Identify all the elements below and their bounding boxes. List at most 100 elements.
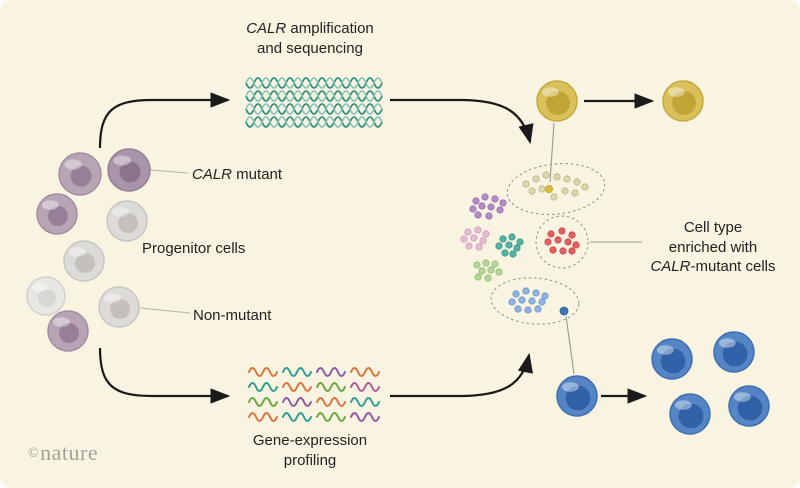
dna-strand xyxy=(245,77,383,89)
dotted-ellipse-olive xyxy=(506,163,606,215)
teal-cluster-dot xyxy=(509,250,517,258)
teal-cluster-dot xyxy=(508,233,516,241)
blue-cluster-dot xyxy=(532,289,540,297)
olive-cluster-dot xyxy=(532,175,540,183)
red-cluster-dot xyxy=(547,230,555,238)
expression-wave xyxy=(350,412,380,422)
expression-wave xyxy=(350,367,380,377)
blue-cluster-dot xyxy=(508,298,516,306)
label-calr-mutant: CALR mutant xyxy=(192,166,283,183)
cell-nucleus xyxy=(546,91,570,115)
expression-wave xyxy=(282,382,312,392)
blue-cluster-dot xyxy=(512,290,520,298)
cell-highlight xyxy=(675,400,692,410)
red-cluster-dot xyxy=(572,241,580,249)
cell-nucleus xyxy=(672,91,696,115)
olive-cluster-dot xyxy=(528,187,536,195)
expression-wave xyxy=(350,382,380,392)
expression-waves xyxy=(248,367,380,422)
pink-cluster-dot xyxy=(475,243,483,251)
expression-wave xyxy=(282,412,312,422)
blue-cluster-dot xyxy=(528,297,536,305)
cell-nucleus xyxy=(110,299,130,319)
flow-arrows xyxy=(98,92,655,404)
label-non-mutant: Non-mutant xyxy=(193,307,272,324)
pink-cluster-dot xyxy=(460,235,468,243)
expression-wave xyxy=(316,412,346,422)
dotted-ellipse-blue xyxy=(490,277,580,325)
green-cluster-dot xyxy=(487,266,495,274)
dna-strand xyxy=(245,90,383,102)
arrow-dna-to-clusters xyxy=(390,98,534,145)
cell-highlight xyxy=(42,200,59,210)
pink-cluster-dot xyxy=(470,234,478,242)
olive-cluster-dot xyxy=(553,173,561,181)
purple-cluster-dot xyxy=(496,206,504,214)
blue-cluster-dot xyxy=(522,287,530,295)
green-cluster-dot xyxy=(482,259,490,267)
cell-nucleus xyxy=(565,385,591,411)
olive-cluster-dot xyxy=(550,193,558,201)
cell-type-clusters xyxy=(460,171,589,316)
cell-highlight xyxy=(69,247,86,257)
arrow-waves-to-clusters xyxy=(390,352,533,398)
connectors xyxy=(139,122,642,375)
cell-nucleus xyxy=(37,288,57,308)
red-cluster-dot xyxy=(544,238,552,246)
label-calr-amplification: CALR amplification and sequencing xyxy=(246,20,374,57)
purple-cluster-dot xyxy=(491,195,499,203)
dotted-circle-red xyxy=(535,215,589,269)
pink-cluster-dot xyxy=(474,226,482,234)
expression-wave xyxy=(248,397,278,407)
cell-nucleus xyxy=(118,213,138,233)
cell-highlight xyxy=(542,87,559,97)
pink-cluster-dot xyxy=(464,228,472,236)
cell-nucleus xyxy=(119,161,141,183)
olive-cluster-dot xyxy=(522,180,530,188)
purple-cluster-dot xyxy=(487,203,495,211)
dna-strand xyxy=(245,116,383,128)
label-pointer-mutant xyxy=(149,169,189,174)
expression-wave xyxy=(316,397,346,407)
expression-wave xyxy=(350,397,380,407)
olive-cluster-dot xyxy=(573,178,581,186)
expression-wave xyxy=(248,367,278,377)
cell-highlight xyxy=(112,207,129,217)
cell-nucleus xyxy=(660,348,686,374)
pink-cluster-dot xyxy=(465,242,473,250)
cell-highlight xyxy=(64,159,82,170)
dna-strand xyxy=(245,77,383,89)
blue-cluster-dot xyxy=(524,306,532,314)
olive-cluster-dot xyxy=(571,189,579,197)
green-cluster-dot xyxy=(495,268,503,276)
teal-cluster-dot xyxy=(499,235,507,243)
cell-highlight xyxy=(104,293,121,303)
purple-cluster-dot xyxy=(474,211,482,219)
expression-wave xyxy=(248,382,278,392)
arrow-cells-to-waves xyxy=(98,347,231,404)
teal-cluster-dot xyxy=(495,242,503,250)
green-cluster-dot xyxy=(473,261,481,269)
blue-cluster-dot xyxy=(541,292,549,300)
dna-strand xyxy=(245,116,383,128)
label-progenitor-cells: Progenitor cells xyxy=(142,240,246,257)
purple-cluster-dot xyxy=(472,197,480,205)
expression-wave xyxy=(282,367,312,377)
blue-cluster-dot xyxy=(514,305,522,313)
olive-cluster-dot xyxy=(538,185,546,193)
cell-nucleus xyxy=(70,165,92,187)
arrow-cells-to-dna xyxy=(98,92,231,149)
red-cluster-dot xyxy=(559,247,567,255)
cell-nucleus xyxy=(737,395,763,421)
expression-wave xyxy=(282,397,312,407)
nature-wordmark: nature xyxy=(40,440,99,465)
olive-cluster-dot xyxy=(563,175,571,183)
olive-cluster-dot xyxy=(542,171,550,179)
nature-watermark: ©nature xyxy=(28,440,98,466)
red-cluster-dot xyxy=(564,238,572,246)
green-cluster-dot xyxy=(491,260,499,268)
gold-highlight-dot-dot xyxy=(545,184,554,193)
teal-cluster-dot xyxy=(501,249,509,257)
cell-highlight xyxy=(719,338,736,348)
cell-highlight xyxy=(113,155,131,166)
